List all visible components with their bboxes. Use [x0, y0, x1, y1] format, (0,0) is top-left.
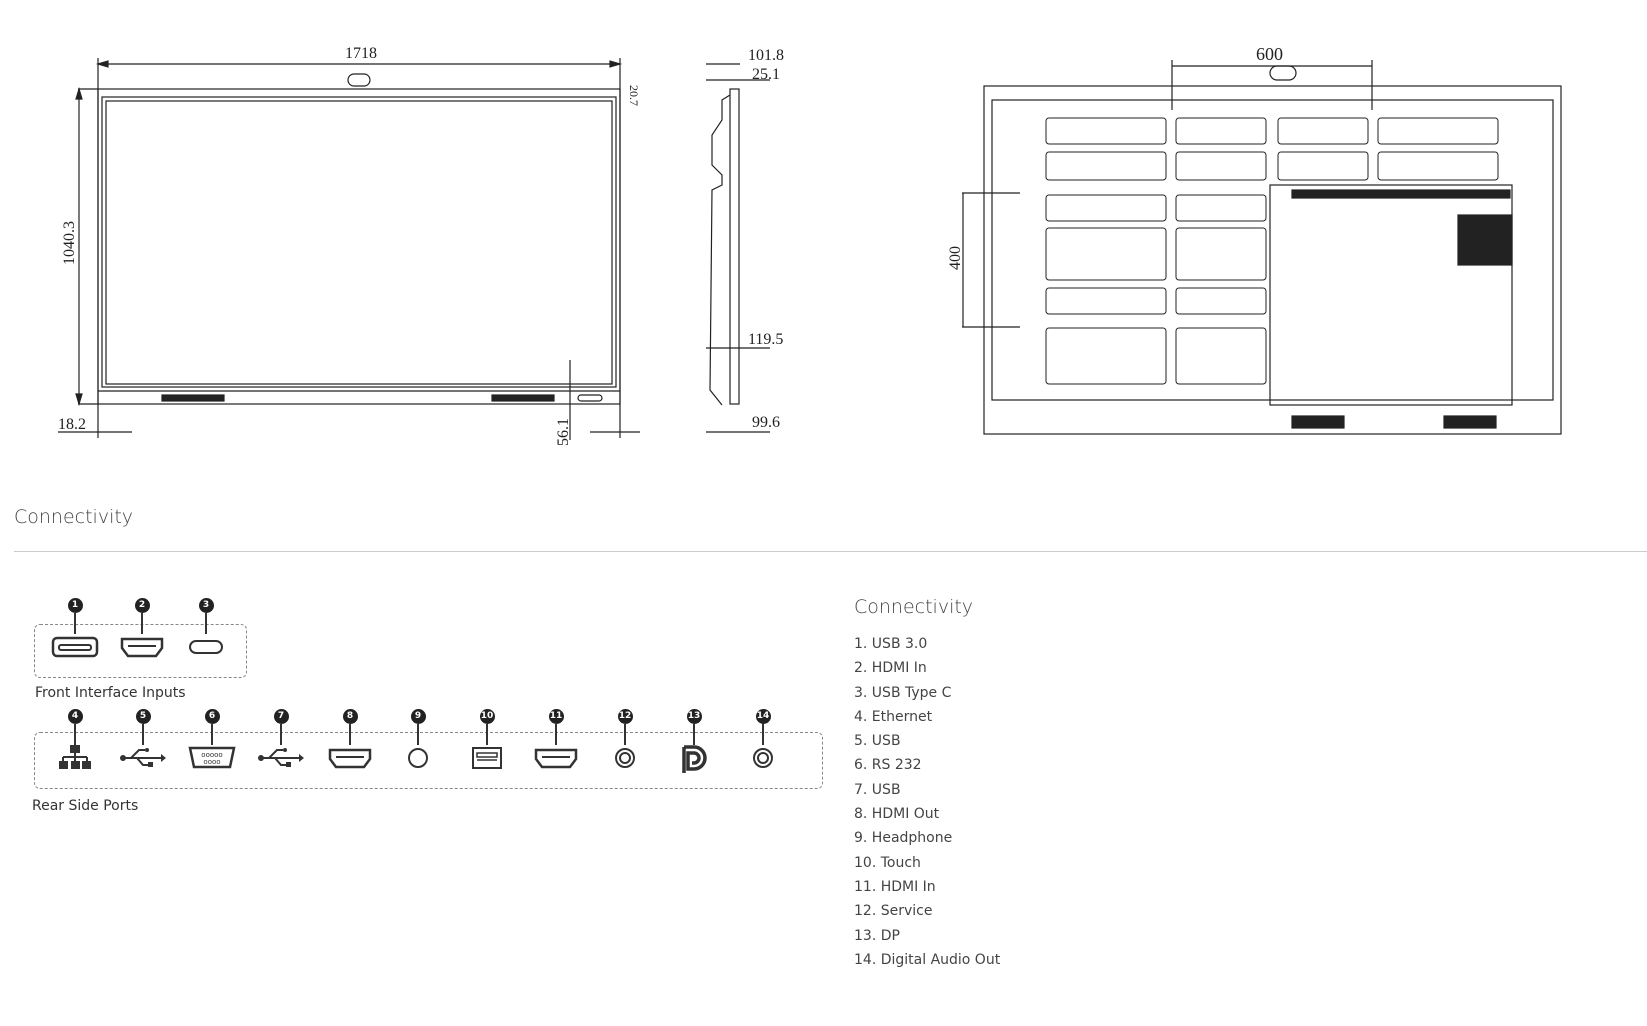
vesa-horizontal-dim: 600 — [1256, 44, 1283, 64]
legend-item: 7. USB — [854, 781, 901, 798]
hdmi-port-icon — [120, 637, 164, 658]
legend-item: 9. Headphone — [854, 830, 953, 847]
legend-item: 11. HDMI In — [854, 878, 936, 895]
hdmi-port-icon — [328, 748, 372, 769]
rear-ports-panel — [34, 732, 823, 789]
rear-port-4: 4 — [51, 709, 99, 777]
rear-port-11: 11 — [532, 709, 580, 777]
technical-drawings: 1718 1040.3 20.7 18.2 56.1 101.8 25.1 11… — [58, 44, 1562, 446]
leader-line — [280, 724, 282, 745]
touch-usb-b-icon — [472, 747, 502, 769]
port-number-badge: 1 — [67, 598, 83, 613]
rear-panel-label: Rear Side Ports — [32, 798, 139, 814]
leader-line — [74, 613, 76, 634]
leader-line — [211, 724, 213, 745]
legend-item: 6. RS 232 — [854, 757, 922, 774]
legend-item: 12. Service — [854, 903, 933, 920]
front-port-1: 1 — [51, 598, 99, 666]
leader-line — [486, 724, 488, 745]
usb-a-port-icon — [51, 636, 99, 658]
rear-port-13: 13 — [670, 709, 718, 777]
port-number-badge: 12 — [617, 709, 633, 724]
port-number-badge: 2 — [134, 598, 150, 613]
svg-text:oooo: oooo — [203, 758, 220, 766]
port-number-badge: 10 — [479, 709, 495, 724]
leader-line — [624, 724, 626, 745]
leader-line — [349, 724, 351, 745]
legend-item: 5. USB — [854, 733, 901, 750]
usb-icon — [258, 748, 304, 767]
leader-line — [555, 724, 557, 745]
rear-view-drawing — [962, 60, 1562, 435]
headphone-jack-icon — [408, 748, 428, 768]
leader-line — [417, 724, 419, 745]
side-bezel-dim: 18.2 — [58, 416, 86, 433]
rear-port-5: 5 — [119, 709, 167, 777]
side-depth-mid-dim: 119.5 — [748, 331, 783, 348]
rear-port-7: 7 — [257, 709, 305, 777]
front-port-3: 3 — [182, 598, 230, 666]
rear-port-10: 10 — [463, 709, 511, 777]
side-view-drawing — [706, 63, 770, 433]
side-depth-top-dim: 25.1 — [752, 66, 780, 83]
legend-item: 1. USB 3.0 — [854, 636, 928, 652]
hdmi-port-icon — [534, 748, 578, 769]
front-ports-panel — [34, 624, 247, 678]
rear-port-14: 14 — [739, 709, 787, 777]
side-depth-bottom-dim: 99.6 — [752, 414, 780, 431]
bottom-offset-dim: 56.1 — [555, 418, 572, 446]
digital-audio-icon — [753, 748, 773, 768]
leader-line — [693, 724, 695, 745]
port-number-badge: 4 — [67, 709, 83, 724]
rear-port-9: 9 — [394, 709, 442, 777]
legend-item: 10. Touch — [854, 854, 921, 871]
svg-text:ooooo: ooooo — [201, 751, 222, 759]
top-bezel-dim: 20.7 — [627, 85, 641, 106]
port-number-badge: 13 — [686, 709, 702, 724]
front-view-drawing — [58, 58, 640, 440]
rear-port-8: 8 — [326, 709, 374, 777]
legend-title: Connectivity — [854, 596, 974, 618]
leader-line — [762, 724, 764, 745]
port-number-badge: 9 — [410, 709, 426, 724]
usb-c-port-icon — [189, 640, 223, 654]
leader-line — [74, 724, 76, 745]
legend-item: 14. Digital Audio Out — [854, 951, 1001, 968]
leader-line — [205, 613, 207, 634]
port-number-badge: 7 — [273, 709, 289, 724]
rear-port-12: 12 — [601, 709, 649, 777]
leader-line — [141, 613, 143, 634]
vesa-vertical-dim: 400 — [947, 246, 964, 270]
port-number-badge: 8 — [342, 709, 358, 724]
port-number-badge: 14 — [755, 709, 771, 724]
port-number-badge: 5 — [135, 709, 151, 724]
leader-line — [142, 724, 144, 745]
displayport-icon — [682, 745, 707, 773]
section-title: Connectivity — [14, 506, 134, 528]
front-width-dim: 1718 — [345, 45, 377, 62]
front-panel-label: Front Interface Inputs — [35, 685, 186, 701]
legend-item: 13. DP — [854, 927, 900, 944]
port-number-badge: 11 — [548, 709, 564, 724]
side-depth-total-dim: 101.8 — [748, 47, 784, 64]
port-number-badge: 3 — [198, 598, 214, 613]
legend-item: 4. Ethernet — [854, 708, 933, 725]
legend-item: 2. HDMI In — [854, 660, 927, 677]
legend-item: 8. HDMI Out — [854, 806, 940, 823]
legend-item: 3. USB Type C — [854, 684, 952, 701]
connectivity-legend: Connectivity 1. USB 3.0 2. HDMI In 3. USB … — [854, 596, 1000, 968]
usb-icon — [120, 748, 166, 767]
section-divider — [14, 551, 1647, 552]
port-number-badge: 6 — [204, 709, 220, 724]
front-port-2: 2 — [118, 598, 166, 666]
service-jack-icon — [615, 748, 635, 768]
ethernet-icon — [59, 745, 91, 769]
front-height-dim: 1040.3 — [61, 221, 78, 265]
